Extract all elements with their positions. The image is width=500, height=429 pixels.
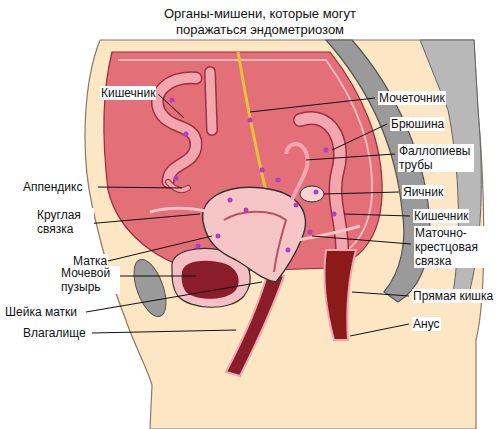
ovary xyxy=(300,186,324,202)
part-label: Шейка матки xyxy=(4,305,78,319)
part-label: Фаллопиевы трубы xyxy=(398,144,474,172)
leader-lines xyxy=(86,94,411,336)
part-label: Брюшина xyxy=(390,117,445,131)
part-label: Мочевой пузырь xyxy=(60,266,120,294)
appendix xyxy=(168,182,188,190)
intestine xyxy=(210,72,212,130)
part-label: Маточно-крестцовая связка xyxy=(414,226,494,268)
part-label: Кишечник xyxy=(100,86,156,100)
round-ligament xyxy=(150,208,212,212)
uterus xyxy=(203,187,306,282)
endometriosis-spots xyxy=(170,98,337,253)
intestine xyxy=(157,78,196,182)
part-label: Влагалище xyxy=(22,326,87,340)
pubic-bone xyxy=(128,255,173,320)
appendix xyxy=(168,182,188,190)
vagina xyxy=(226,272,284,376)
intestine xyxy=(210,72,212,130)
part-label: Прямая кишка xyxy=(412,289,494,303)
part-label: Анус xyxy=(412,317,441,331)
ureter xyxy=(238,52,268,200)
intestine xyxy=(157,78,196,182)
diagram-title: Органы-мишени, которые могут поражаться … xyxy=(150,6,370,38)
part-label: Кишечник xyxy=(413,209,469,223)
part-label: Яичник xyxy=(402,185,444,199)
part-label: Мочеточник xyxy=(378,91,446,105)
uterine-cavity xyxy=(224,212,286,272)
bladder-interior xyxy=(182,261,239,299)
rectum xyxy=(324,250,356,340)
uterosacral-ligament xyxy=(298,226,360,240)
part-label: Аппендикс xyxy=(22,180,83,194)
part-label: Круглая связка xyxy=(36,208,94,236)
